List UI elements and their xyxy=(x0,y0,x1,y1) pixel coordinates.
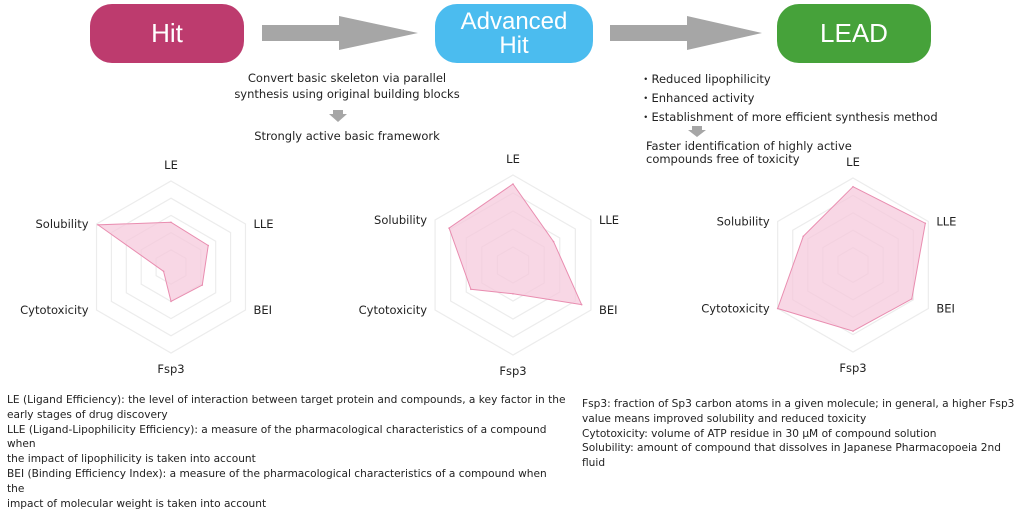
arrow-down-icon xyxy=(688,126,706,137)
definition-line: LLE (Ligand-Lipophilicity Efficiency): a… xyxy=(7,423,547,451)
radar-grid-ring xyxy=(434,174,592,356)
radar-data-point xyxy=(802,235,805,238)
radar-data-point xyxy=(512,183,514,185)
radar-grid-ring xyxy=(95,180,247,354)
arrow-right-icon xyxy=(262,16,418,50)
stage-advanced-hit-line2: Hit xyxy=(499,31,529,59)
definitions-left: LE (Ligand Efficiency): the level of int… xyxy=(7,393,567,511)
radar-data-point xyxy=(207,244,210,247)
stage-hit: Hit xyxy=(90,4,244,63)
radar-axis-label: Cytotoxicity xyxy=(20,303,89,317)
step1-description-line1: Convert basic skeleton via parallel xyxy=(247,71,447,85)
definitions-right: Fsp3: fraction of Sp3 carbon atoms in a … xyxy=(582,397,1022,471)
definition-line: Solubility: amount of compound that diss… xyxy=(582,442,1001,470)
step2-result: Faster identification of highly active c… xyxy=(646,140,906,166)
step1-result: Strongly active basic framework xyxy=(254,129,440,143)
definition-line: Fsp3: fraction of Sp3 carbon atoms in a … xyxy=(582,398,1015,410)
step2-result-line2: compounds free of toxicity xyxy=(646,152,800,166)
radar-chart-hit: LE LLE BEI Fsp3 Cytotoxicity Solubility LE LLE B… xyxy=(20,152,956,378)
definition-line: BEI (Binding Efficiency Index): a measur… xyxy=(7,467,547,495)
radar-axis-label: LLE xyxy=(599,213,619,227)
radar-chart-0: LE LLE BEI Fsp3 Cytotoxicity Solubility xyxy=(20,158,273,376)
radar-data-point xyxy=(170,221,172,224)
step1-description: Convert basic skeleton via parallel synt… xyxy=(212,70,482,102)
arrow-right-icon xyxy=(610,16,762,50)
stage-hit-label: Hit xyxy=(151,18,183,48)
radar-data-point xyxy=(910,298,913,300)
radar-axis-label: LE xyxy=(164,158,178,172)
radar-axis-label: Solubility xyxy=(717,215,770,229)
radar-axis-label: Cytotoxicity xyxy=(359,303,428,317)
step2-result-line1: Faster identification of highly active xyxy=(646,139,852,153)
step2-bullet: Enhanced activity xyxy=(640,89,970,108)
radar-data-area xyxy=(448,183,583,306)
radar-data-point xyxy=(162,270,165,273)
radar-axis-label: Solubility xyxy=(35,217,88,231)
definition-line: Cytotoxicity: volume of ATP residue in 3… xyxy=(582,427,937,440)
definition-line: impact of molecular weight is taken into… xyxy=(7,497,267,510)
radar-axis-label: LLE xyxy=(253,217,273,231)
radar-axis-label: Fsp3 xyxy=(499,364,526,378)
radar-data-point xyxy=(97,224,99,226)
radar-data-point xyxy=(776,307,779,310)
radar-data-point xyxy=(448,227,450,229)
radar-data-point xyxy=(852,330,854,332)
definition-line: LE (Ligand Efficiency): the level of int… xyxy=(7,394,566,406)
step1-description-line2: synthesis using original building blocks xyxy=(234,87,460,101)
radar-axis-label: Solubility xyxy=(374,213,427,227)
radar-axis-label: BEI xyxy=(936,302,955,316)
radar-data-area xyxy=(96,221,209,303)
radar-data-point xyxy=(924,222,927,225)
definition-line: value means improved solubility and redu… xyxy=(582,412,867,425)
radar-axis-label: BEI xyxy=(599,303,618,317)
radar-data-point xyxy=(852,185,854,188)
radar-chart-2: LE LLE BEI Fsp3 Cytotoxicity Solubility xyxy=(701,155,956,375)
radar-data-point xyxy=(201,284,204,286)
radar-axis-label: LE xyxy=(846,155,860,169)
radar-axis-label: Fsp3 xyxy=(157,362,184,376)
stage-lead: LEAD xyxy=(777,4,931,63)
radar-data-point xyxy=(512,293,514,295)
radar-data-point xyxy=(552,240,555,243)
radar-axis-label: Cytotoxicity xyxy=(701,302,770,316)
radar-data-point xyxy=(580,303,583,306)
radar-data-point xyxy=(470,288,472,291)
stage-advanced-hit-label: Advanced Hit xyxy=(460,7,568,59)
stage-lead-label: LEAD xyxy=(820,18,888,48)
stage-advanced-hit-line1: Advanced xyxy=(460,7,568,35)
radar-chart-1: LE LLE BEI Fsp3 Cytotoxicity Solubility xyxy=(359,152,619,378)
definition-line: early stages of drug discovery xyxy=(7,408,168,421)
step2-bullet: Reduced lipophilicity xyxy=(640,70,970,89)
radar-axis-label: BEI xyxy=(253,303,272,317)
definition-line: the impact of lipophilicity is taken int… xyxy=(7,453,256,466)
radar-axis-label: Fsp3 xyxy=(839,361,866,375)
step2-bullet: Establishment of more efficient synthesi… xyxy=(640,108,970,127)
radar-data-point xyxy=(170,300,172,303)
radar-axis-label: LE xyxy=(506,152,520,166)
radar-grid-ring xyxy=(777,177,929,353)
arrow-down-icon xyxy=(329,110,347,122)
stage-advanced-hit: Advanced Hit xyxy=(435,4,593,63)
step2-bullets: Reduced lipophilicity Enhanced activity … xyxy=(640,70,970,127)
radar-axis-label: LLE xyxy=(936,215,956,229)
